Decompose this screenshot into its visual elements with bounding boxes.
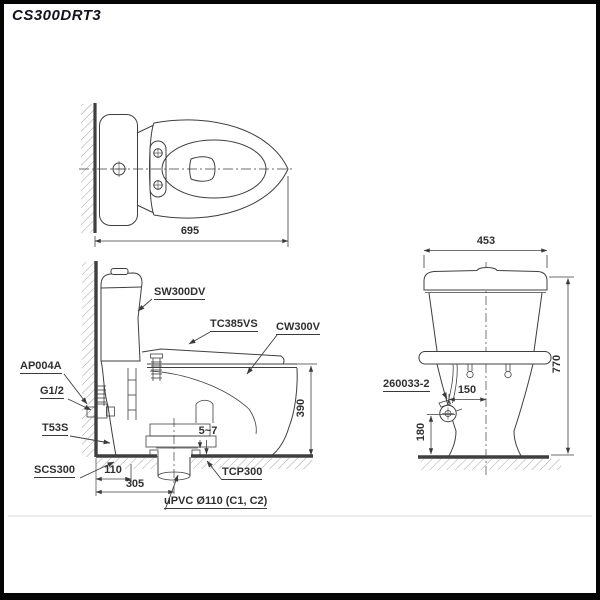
seat-side: [141, 348, 285, 365]
dim-overall-length: 695: [180, 225, 200, 237]
dim-valve-center-offset: 150: [457, 384, 477, 396]
dim-695-lines: [94, 176, 289, 247]
label-inlet: AP004A: [20, 360, 62, 374]
label-bowl: CW300V: [276, 321, 321, 335]
bowl-back: [100, 360, 117, 457]
label-seat: TC385VS: [210, 318, 258, 332]
water-area: [189, 156, 216, 182]
front-dim-lines: [423, 248, 574, 456]
internal-fittings: [86, 353, 217, 457]
tank-side-right: [533, 292, 543, 352]
dim-rim-height: 390: [295, 398, 307, 418]
label-stop-valve: 260033-2: [383, 378, 430, 392]
top-view-drawing: [79, 103, 293, 247]
bowl-front: [270, 367, 298, 457]
dim-overall-height: 770: [551, 354, 563, 374]
tank-side-left: [428, 292, 438, 352]
label-cistern: SW300DV: [154, 286, 206, 300]
floor-hatch: [96, 458, 157, 469]
label-inlet-thread: G1/2: [40, 385, 64, 399]
side-view-drawing: [63, 261, 317, 511]
side-leader-lines: [63, 298, 278, 511]
tank-lid-front: [423, 267, 548, 291]
dim-valve-floor-height: 180: [415, 422, 427, 442]
front-view-drawing: [418, 248, 574, 475]
model-title: CS300DRT3: [12, 7, 102, 24]
label-screw-set: SCS300: [34, 464, 75, 478]
side-dim-lines: [95, 363, 317, 496]
valve-leader: [441, 392, 448, 400]
bowl-right: [513, 363, 534, 457]
dim-tank-width: 453: [476, 235, 496, 247]
cistern-side: [100, 272, 143, 362]
bowl-left: [436, 363, 457, 457]
dim-rough-in: 305: [125, 478, 145, 490]
dim-flange-wall-offset: 110: [104, 464, 122, 476]
seat-front: [418, 351, 552, 365]
floor-hatch: [191, 458, 312, 469]
wall-hatch: [82, 262, 96, 457]
floor-hatch: [421, 459, 561, 470]
label-floor-flange: TCP300: [222, 466, 263, 480]
seat-bolts: [466, 364, 512, 379]
dim-flange-height: 5~7: [198, 425, 218, 437]
tank-plan: [99, 114, 138, 226]
stop-valve: [438, 399, 463, 423]
label-drain-pipe: uPVC Ø110 (C1, C2): [164, 495, 268, 509]
wall-hatch: [81, 104, 95, 233]
label-outlet-fitting: T53S: [42, 422, 69, 436]
